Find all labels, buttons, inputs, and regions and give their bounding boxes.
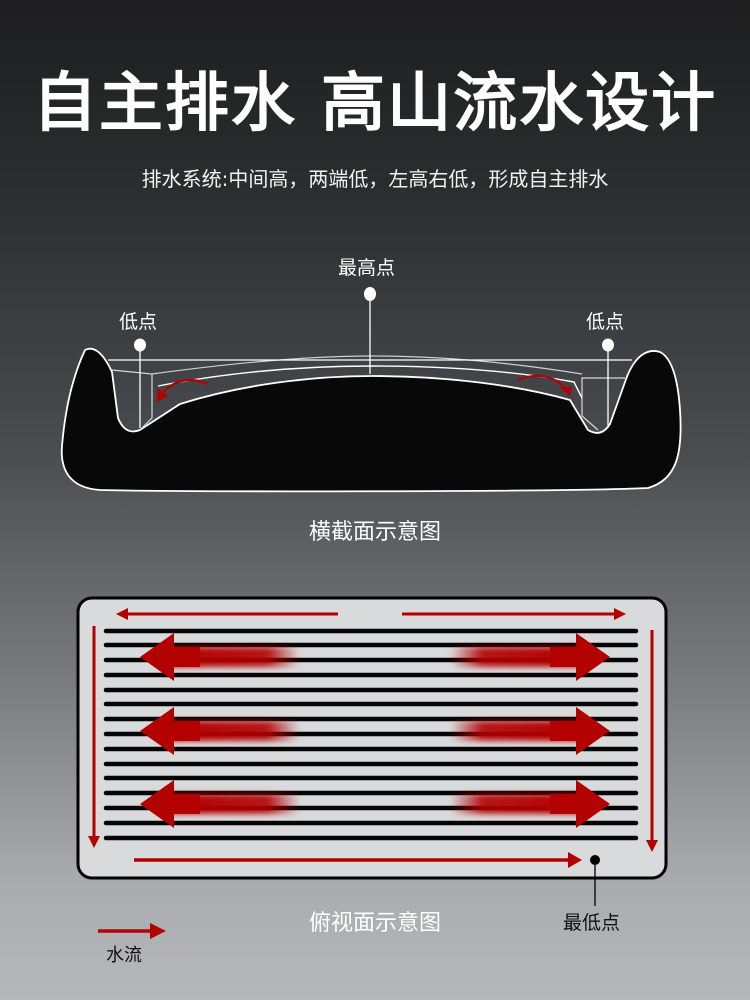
flow-row-2	[140, 707, 610, 755]
lowest-point-dot	[590, 855, 600, 865]
right-marker-dot	[602, 338, 614, 352]
legend-arrow-icon	[98, 923, 166, 939]
page-subtitle: 排水系统:中间高，两端低，左高右低，形成自主排水	[141, 167, 609, 191]
lowest-point-label: 最低点	[563, 912, 621, 934]
flow-row-3	[140, 780, 610, 828]
cross-section-caption: 横截面示意图	[308, 520, 441, 545]
surface-flow-arrows	[140, 633, 610, 828]
perimeter-flow-arrows	[88, 608, 658, 868]
tray-slats	[103, 628, 639, 841]
left-flow-arrowhead	[156, 388, 168, 402]
left-marker-dot	[134, 338, 146, 352]
cross-section-diagram	[60, 287, 682, 493]
top-view-caption: 俯视面示意图	[308, 911, 441, 936]
left-low-point-label: 低点	[119, 311, 158, 333]
right-flow-arrowhead	[560, 386, 572, 396]
flow-row-1	[140, 633, 610, 681]
tray-body-outline	[60, 347, 682, 493]
inner-hump-line	[157, 365, 583, 399]
left-channel-outline	[111, 369, 153, 431]
legend-label: 水流	[106, 945, 142, 966]
right-flow-arrow	[517, 374, 567, 391]
highest-point-label: 最高点	[338, 257, 396, 279]
crown-surface-line	[151, 355, 583, 375]
right-low-point-label: 低点	[586, 311, 625, 333]
page-title: 自主排水 高山流水设计	[32, 66, 718, 141]
top-marker-dot	[364, 287, 376, 301]
